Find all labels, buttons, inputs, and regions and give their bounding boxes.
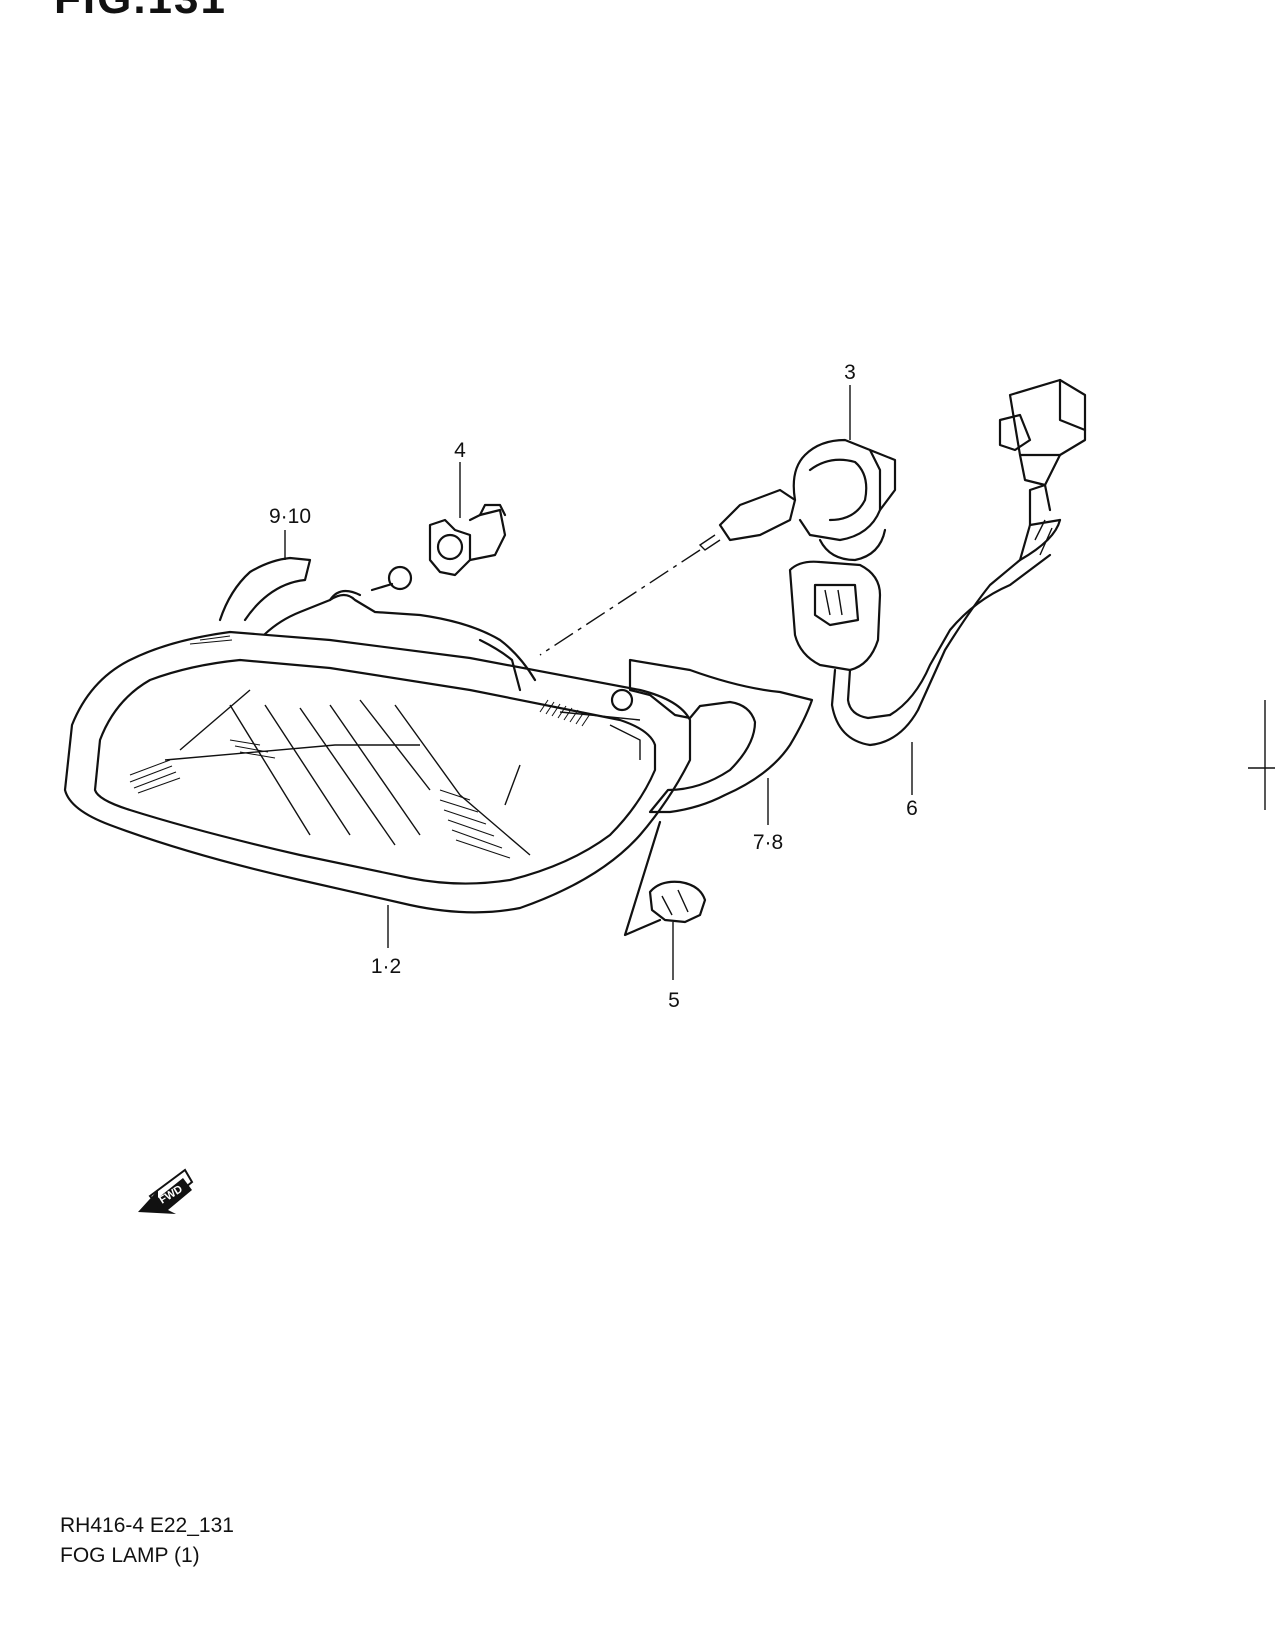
fog-lamp-housing	[63, 565, 692, 948]
figure-code: RH416-4 E22_131	[60, 1514, 234, 1537]
gasket-9-10	[218, 530, 312, 622]
bracket-7-8	[628, 658, 814, 825]
figure-title: FOG LAMP (1)	[60, 1544, 200, 1567]
callout-3: 3	[844, 361, 856, 384]
socket-part-4	[428, 462, 507, 577]
forward-direction-arrow-icon: FWD	[138, 1168, 194, 1214]
figure-header: FIG.131	[54, 0, 227, 24]
housing-hatching	[129, 635, 591, 859]
callout-7-8: 7·8	[752, 831, 784, 854]
callout-1-2: 1·2	[370, 955, 402, 978]
bulb-part-3	[539, 385, 897, 656]
margin-marks	[1248, 700, 1275, 810]
wiring-harness-part-6	[788, 378, 1087, 795]
callout-6: 6	[906, 797, 918, 820]
callout-9-10: 9·10	[268, 505, 312, 528]
bulb-part-5	[623, 820, 707, 980]
callout-5: 5	[668, 989, 680, 1012]
callout-4: 4	[454, 439, 466, 462]
